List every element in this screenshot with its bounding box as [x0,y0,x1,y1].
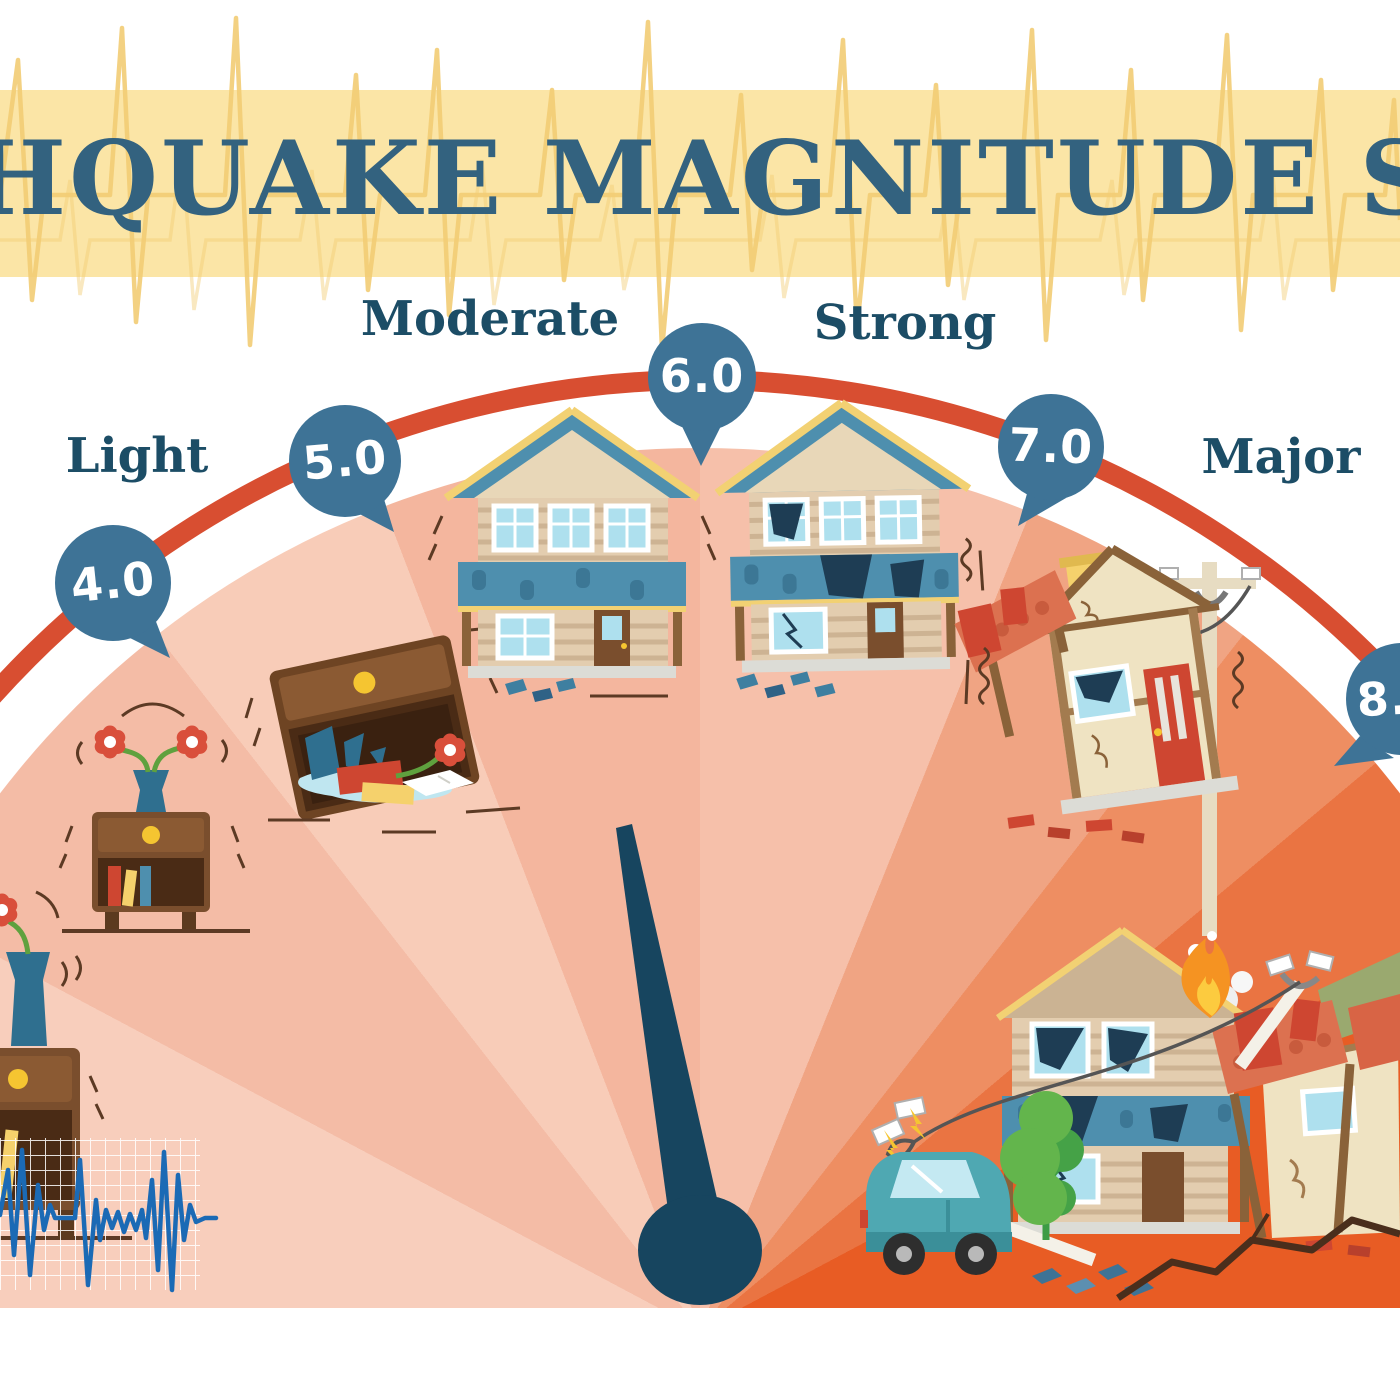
banner-background [0,90,1400,277]
page-title: EARTHQUAKE MAGNITUDE SCALE [0,119,1400,239]
gauge-needle-icon [616,824,762,1305]
tilted-house-power-pole-icon [954,544,1261,936]
magnitude-marker-6-bubble [648,323,756,466]
magnitude-marker-8-bubble [1334,643,1400,766]
magnitude-value-8: 8.0 [1355,668,1400,728]
shaking-nightstand-flower-vase-icon [58,702,250,933]
base-band [0,1308,1400,1400]
category-label-strong: Strong [813,295,997,351]
seismograph-trace [0,1147,219,1293]
two-story-house-intact-icon [427,406,717,702]
fallen-cabinet-broken-vase-icon [244,622,531,834]
category-label-light: Light [65,428,209,484]
magnitude-value-7: 7.0 [1007,417,1095,475]
category-label-major: Major [1201,429,1361,485]
two-story-house-damaged-icon [714,399,985,699]
banner-seismic-wave-icon [0,15,1400,353]
magnitude-marker-4-bubble [55,525,171,658]
seismograph-chart [0,1138,219,1293]
category-label-moderate: Moderate [360,291,620,347]
magnitude-marker-5-bubble [289,405,401,532]
magnitude-value-6: 6.0 [659,349,745,403]
magnitude-marker-7-bubble [998,394,1104,526]
destroyed-houses-fire-fallen-powerline-car-icon [860,927,1400,1301]
